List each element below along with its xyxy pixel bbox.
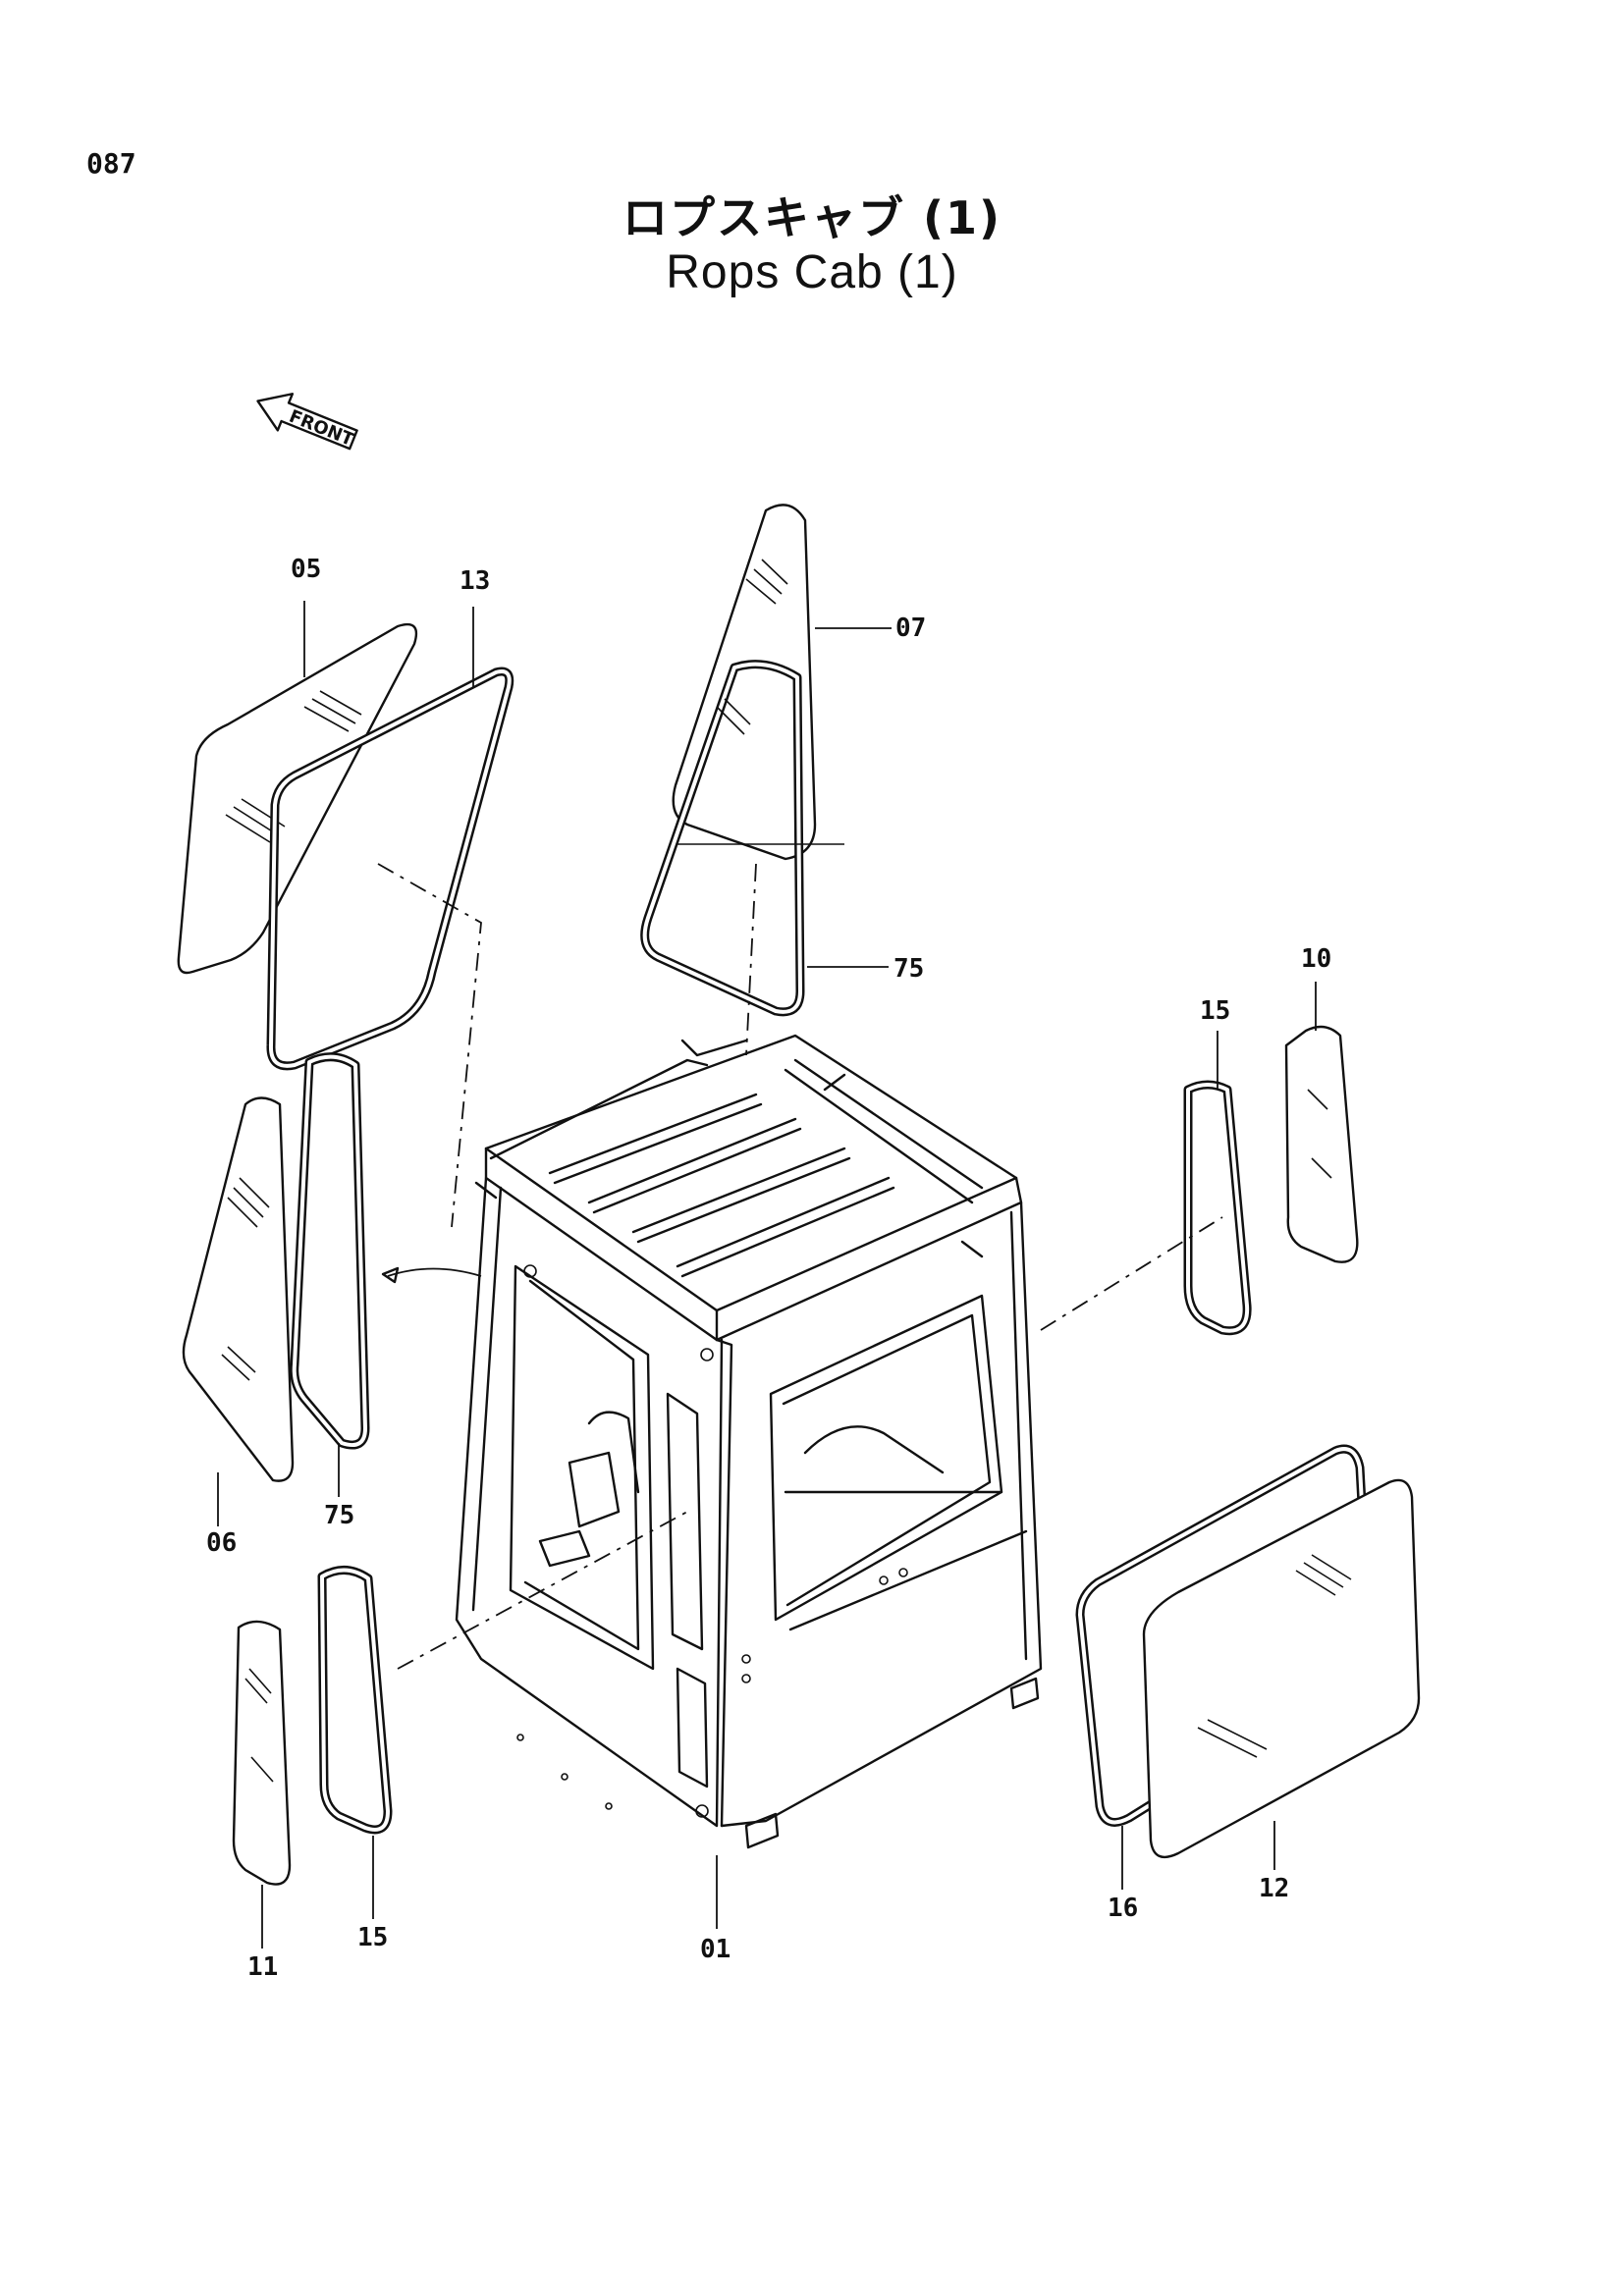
page-number: 087: [86, 147, 136, 180]
callout-05: 05: [291, 555, 321, 584]
page-title-japanese: ロプスキャブ (1): [622, 191, 1002, 244]
callout-07: 07: [895, 614, 926, 643]
front-arrow-label: FRONT: [286, 406, 356, 452]
part-12-glass: [1142, 1478, 1421, 1858]
part-11-glass: [232, 1620, 292, 1886]
callout-10: 10: [1301, 944, 1331, 974]
callout-75-upper: 75: [893, 954, 924, 984]
page-title-english: Rops Cab (1): [666, 246, 958, 298]
callout-01: 01: [700, 1935, 731, 1964]
part-05-glass: [177, 622, 418, 975]
part-07-glass: [672, 504, 817, 861]
callout-75-lower: 75: [324, 1501, 354, 1530]
callout-06: 06: [206, 1528, 237, 1558]
callout-11: 11: [247, 1952, 278, 1982]
callout-13: 13: [460, 566, 490, 596]
leader-lines: [217, 601, 1317, 1949]
callout-15-left: 15: [357, 1923, 388, 1952]
part-10-glass: [1284, 1025, 1359, 1263]
callout-15-right: 15: [1200, 996, 1230, 1026]
callout-16: 16: [1108, 1894, 1138, 1923]
front-direction-arrow: FRONT: [256, 393, 358, 452]
part-01-cab-frame: [455, 1034, 1043, 1849]
callout-12: 12: [1259, 1874, 1289, 1903]
part-06-glass: [182, 1096, 295, 1482]
